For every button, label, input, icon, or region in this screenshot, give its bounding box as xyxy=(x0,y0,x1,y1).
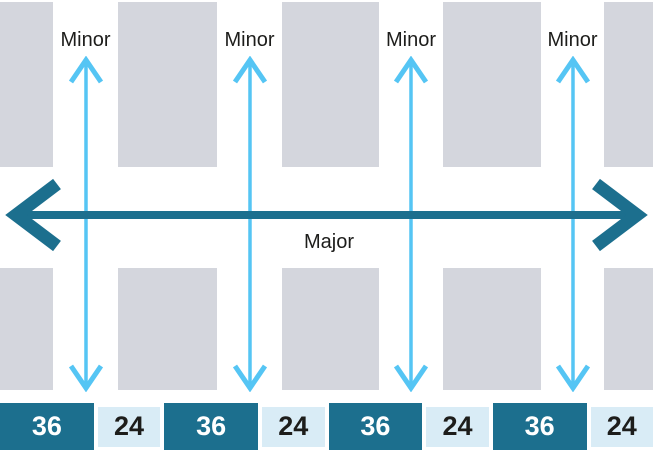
dimension-cell-major: 36 xyxy=(164,403,258,450)
major-street-label: Major xyxy=(303,231,355,253)
double-arrow-vertical-icon xyxy=(393,56,429,392)
minor-street-arrow: Minor xyxy=(386,27,436,392)
double-arrow-vertical-icon xyxy=(68,56,103,392)
city-block xyxy=(604,268,653,390)
city-block xyxy=(604,2,653,167)
city-block xyxy=(118,268,217,390)
dimension-cell-minor: 24 xyxy=(97,406,161,447)
city-block xyxy=(443,2,541,167)
city-block xyxy=(443,268,541,390)
city-block xyxy=(0,2,53,167)
dimension-cell-major: 36 xyxy=(0,403,94,450)
double-arrow-vertical-icon xyxy=(232,56,267,392)
dimension-cell-major: 36 xyxy=(492,403,587,450)
minor-street-arrow: Minor xyxy=(60,27,111,392)
city-block xyxy=(118,2,217,167)
city-block xyxy=(0,268,53,390)
double-arrow-horizontal-icon xyxy=(5,178,648,252)
double-arrow-vertical-icon xyxy=(555,56,590,392)
minor-street-label: Minor xyxy=(547,29,598,51)
dimension-cell-minor: 24 xyxy=(590,406,653,447)
dimension-strip: 36 24 36 24 36 24 36 24 xyxy=(0,403,653,450)
city-block xyxy=(282,2,379,167)
minor-street-arrow: Minor xyxy=(224,27,275,392)
minor-street-arrow: Minor xyxy=(547,27,598,392)
minor-street-label: Minor xyxy=(224,29,275,51)
dimension-cell-major: 36 xyxy=(328,403,423,450)
dimension-cell-minor: 24 xyxy=(426,406,489,447)
city-block xyxy=(282,268,379,390)
minor-street-label: Minor xyxy=(385,29,437,51)
minor-street-label: Minor xyxy=(60,29,111,51)
dimension-cell-minor: 24 xyxy=(262,406,325,447)
